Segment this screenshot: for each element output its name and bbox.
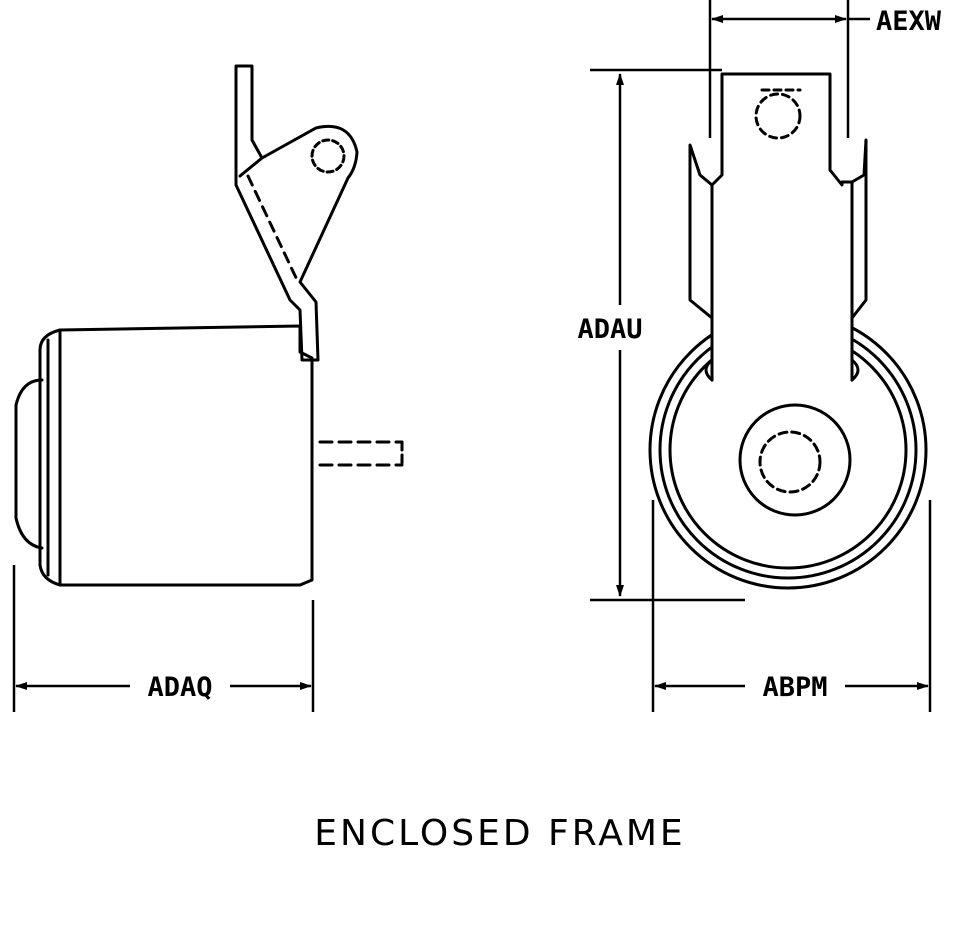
front-bracket-plate: [710, 72, 854, 382]
side-shaft: [318, 440, 404, 467]
dimension-tab-width: [708, 0, 870, 138]
label-front-width: ABPM: [762, 672, 827, 703]
front-top-hole: [754, 92, 802, 140]
side-rim: [38, 328, 62, 587]
side-view: [14, 64, 404, 587]
label-front-height: ADAU: [577, 314, 642, 345]
front-right-tab: [850, 138, 868, 320]
side-bracket-hole: [310, 138, 346, 174]
front-shaft-hidden: [758, 430, 822, 494]
front-view: [648, 72, 928, 590]
front-hub: [738, 403, 852, 517]
label-tab-width: AEXW: [876, 6, 942, 37]
label-side-width: ADAQ: [147, 672, 212, 703]
side-body: [58, 324, 314, 587]
dimension-front-height: [590, 68, 745, 602]
front-left-tab: [688, 143, 714, 320]
side-end-cap: [14, 378, 44, 550]
side-bracket: [234, 64, 359, 362]
dimension-side-width: [12, 565, 315, 712]
diagram-caption: ENCLOSED FRAME: [314, 813, 685, 854]
dimension-front-width: [651, 500, 932, 712]
